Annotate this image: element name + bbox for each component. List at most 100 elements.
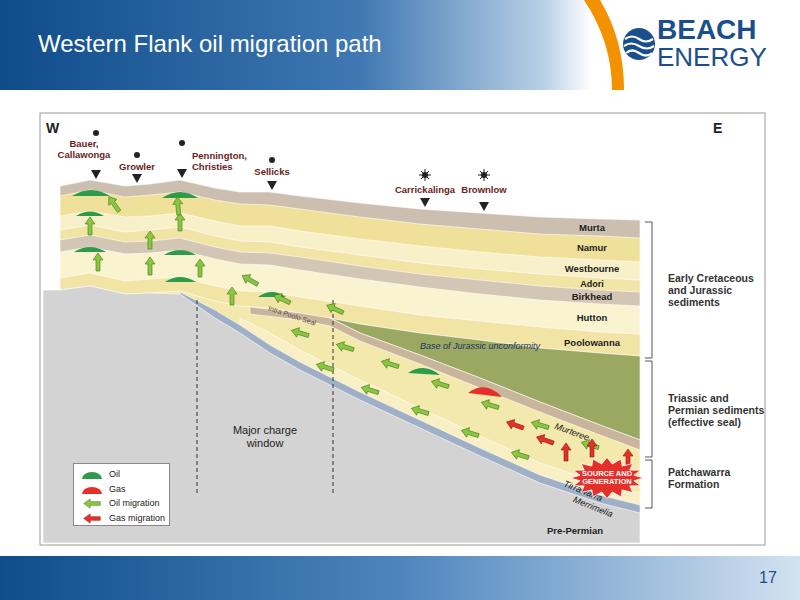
gas-migration-arrows [505,417,633,467]
text-label: Pre-Permian [547,526,603,537]
oil-migration-arrows-part [380,357,400,372]
text-label: Base of Jurassic unconformity [420,341,540,351]
text-label: Sellicks [254,167,289,178]
oil-migration-arrows-part [335,340,355,355]
text-label: E [713,120,722,136]
charge-window-lines-part [197,300,198,495]
oil-migration-arrows-part [145,231,155,249]
brackets-part [645,222,652,358]
slide-title: Western Flank oil migration path [38,30,382,58]
text-label: Westbourne [565,264,620,275]
oil-migration-arrows-part [172,197,184,216]
text-label: Hutton [577,313,608,324]
oil-migration-arrows-part [227,287,237,305]
text-label: ENERGY [657,43,767,73]
text-label: BEACH [657,14,757,46]
legend-arrow [81,498,103,509]
legend-arrow-shape [84,499,101,508]
oil-accumulations-part [72,190,110,196]
oil-migration-arrows-part [290,326,310,341]
oil-accumulations-part [408,368,440,375]
text-label: Carrickalinga [395,185,455,196]
oil-migration-arrows-part [530,418,550,433]
slide-header-part [0,0,800,90]
source-starburst: SOURCE AND GENERATION [570,457,644,499]
text-label: Major charge window [220,424,310,449]
oil-migration-arrows-part [315,360,335,375]
well-symbols-part [177,169,187,178]
brackets-part [645,361,652,457]
well-symbols-part [91,170,101,179]
well-symbols-part [93,130,99,136]
text-label: W [46,120,59,136]
charge-window-lines [197,300,333,495]
legend-row: Gas migration [79,512,167,525]
oil-migration-arrows [85,194,600,463]
oil-accumulations-part [74,247,106,252]
legend-row: Oil [79,468,167,481]
well-symbols-part [478,169,490,181]
strata [43,180,640,543]
legend-arrow [81,513,103,524]
oil-accumulations-part [165,277,196,282]
slide-header-part [584,0,624,90]
slide-header-part [623,28,655,60]
slide-footer [0,556,800,600]
text-label: Brownlow [461,185,506,196]
oil-migration-arrows-part [410,404,430,419]
text-label: Early Cretaceous and Jurassic sediments [668,272,768,308]
text-label: Pennington, Christies [192,151,262,173]
text-label: Murta [579,223,605,234]
oil-accumulations-part [164,250,196,255]
oil-migration-arrows-part [145,257,155,275]
oil-accumulations-part [162,192,198,198]
oil-migration-arrows-part [93,253,103,271]
strata-part [43,286,640,543]
gas-accumulation [468,387,502,397]
legend-text: Oil [109,468,120,481]
gas-migration-arrows-part [561,443,571,461]
legend-swatch [82,472,102,479]
oil-accumulations [72,190,440,375]
oil-migration-arrows-part [510,448,530,463]
well-symbols-part [269,157,275,163]
oil-migration-arrows-part [85,217,95,235]
legend-row: Gas [79,483,167,496]
slide-header-part [624,44,654,49]
oil-migration-arrows-part [360,383,380,398]
text-label: Growler [119,162,155,173]
oil-migration-arrows-part [195,259,205,277]
well-symbols [91,130,490,211]
legend-box: OilGasOil migrationGas migration [73,463,170,526]
well-symbols-part [179,140,185,146]
well-symbols-part [479,202,489,211]
legend-text: Oil migration [109,497,160,510]
oil-migration-arrows-part [272,291,293,308]
gas-migration-arrows-part [505,417,525,433]
legend-swatch [82,487,102,494]
well-symbols-part [132,174,142,183]
text-label: Birkhead [572,292,613,303]
text-label: Adori [580,279,604,289]
oil-migration-arrows-part [175,213,185,231]
text-label: 17 [759,569,777,587]
well-symbols-part [134,152,140,158]
legend-arrow-shape [84,513,101,522]
oil-migration-arrows-part [105,194,124,214]
text-label: Namur [577,243,607,254]
brackets-part [645,460,652,508]
slide-header-part [625,37,653,42]
text-label: Patchawarra Formation [668,466,768,490]
oil-migration-arrows-part [480,398,500,413]
legend-row: Oil migration [79,497,167,510]
diagram-frame [40,113,765,545]
starburst-shape [571,458,644,499]
charge-window-lines-part [333,300,334,495]
brackets [645,222,652,508]
text-label: Bauer, Callawonga [49,139,119,161]
oil-migration-arrows-part [430,377,450,392]
gas-migration-arrows-part [535,432,555,448]
well-symbols-part [420,198,430,207]
legend-text: Gas migration [109,512,165,525]
